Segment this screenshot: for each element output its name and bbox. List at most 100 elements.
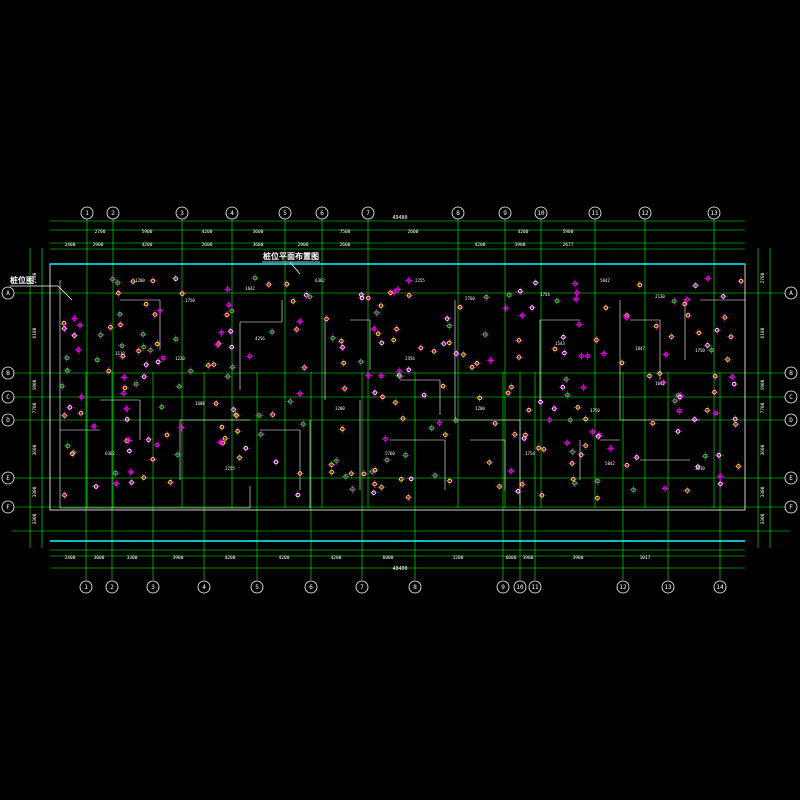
pile-marker [485, 458, 494, 467]
pile-marker [703, 406, 712, 415]
axis-bubble-circle [498, 206, 512, 220]
pile-marker [397, 475, 406, 484]
pile-circle [300, 421, 306, 427]
pile-circle [396, 373, 402, 378]
pile-circle [718, 474, 723, 479]
pile-circle [578, 452, 584, 457]
axis-bubble-left: F [1, 500, 15, 514]
pile-circle [554, 298, 560, 304]
axis-bubble-label: C [6, 394, 10, 401]
overall-dimension-bottom: 48400 [392, 566, 407, 572]
axis-bubble-circle [80, 206, 94, 220]
pile-circle [508, 468, 514, 474]
pile-circle [581, 385, 586, 390]
pile-marker [65, 403, 74, 412]
dim-text-bottom: 3900 [573, 555, 584, 561]
pile-marker [382, 456, 391, 465]
dim-text-left: 2700 [32, 272, 38, 283]
pile-marker [670, 397, 679, 406]
pile-circle [393, 400, 398, 405]
pile-circle [59, 383, 65, 389]
pile-circle [398, 476, 404, 482]
axis-bubble-label: 4 [202, 584, 206, 591]
pile-marker [157, 403, 166, 412]
axis-bubble-circle [146, 580, 160, 594]
pile-marker [404, 276, 413, 285]
axis-bubble-top: 8 [451, 206, 465, 220]
pile-marker [452, 349, 461, 358]
pile-marker [374, 329, 383, 338]
pile-marker [139, 330, 148, 339]
pile-marker [486, 356, 495, 365]
pile-circle [536, 445, 541, 451]
pile-marker [617, 358, 626, 367]
axis-bubble-top: 5 [278, 206, 292, 220]
pile-marker [559, 333, 568, 342]
dim-text-top-1: 3600 [253, 229, 264, 235]
pile-marker [96, 331, 105, 340]
pile-marker [68, 449, 77, 458]
pile-marker [562, 375, 571, 384]
pile-circle [294, 327, 299, 332]
pile-marker [513, 487, 522, 496]
pile-circle [406, 293, 412, 298]
pile-circle [418, 345, 424, 351]
pile-circle [372, 467, 378, 473]
axis-bubble-top: 12 [638, 206, 652, 220]
pile-circle [397, 368, 402, 374]
pile-circle [229, 344, 235, 350]
pile-spacing-label: 5842 [600, 278, 610, 283]
axis-bubble-right: E [784, 471, 798, 485]
axis-bubble-circle [106, 206, 120, 220]
dim-text-top-2: 2600 [340, 242, 351, 248]
pile-circle [188, 368, 193, 374]
pile-marker [90, 422, 99, 431]
pile-marker [395, 367, 404, 376]
axis-bubble-top: 6 [315, 206, 329, 220]
pile-marker [566, 416, 575, 425]
overall-dimension-top: 49480 [392, 215, 407, 221]
dim-text-top-2: 2900 [93, 242, 104, 248]
pile-marker [404, 365, 413, 374]
pile-marker [134, 346, 143, 355]
pile-circle [595, 495, 600, 501]
pile-circle [358, 359, 364, 364]
pile-marker [356, 357, 365, 366]
pile-circle [122, 385, 128, 391]
pile-circle [160, 355, 166, 361]
pile-circle [547, 417, 552, 423]
pile-circle [578, 353, 584, 359]
pile-circle [564, 377, 569, 382]
pile-circle [379, 485, 384, 490]
pile-marker [659, 378, 668, 387]
dim-text-right: 3600 [760, 444, 766, 455]
pile-circle [429, 425, 434, 431]
axis-bubble-bottom: 12 [616, 580, 630, 594]
pile-marker [213, 340, 222, 349]
pile-marker [122, 404, 131, 413]
pile-circle [441, 341, 447, 346]
pile-marker [295, 389, 304, 398]
pile-marker [716, 472, 725, 481]
pile-circle [569, 461, 575, 466]
pile-circle [671, 299, 677, 304]
dim-text-top-2: 2677 [563, 242, 574, 248]
pile-circle [219, 330, 224, 335]
pile-circle [541, 447, 547, 452]
pile-marker [518, 311, 527, 320]
pile-circle [725, 357, 730, 362]
dim-text-top-1: 5900 [563, 229, 574, 235]
pile-marker [150, 310, 159, 319]
pile-marker [516, 287, 525, 296]
pile-circle [372, 390, 378, 395]
pile-marker [264, 280, 273, 289]
axis-bubble-top: 11 [588, 206, 602, 220]
axis-bubble-circle [1, 286, 15, 300]
pile-circle [106, 368, 111, 374]
axis-bubble-label: A [789, 290, 793, 297]
pile-marker [271, 457, 280, 466]
pile-circle [273, 459, 279, 465]
axis-bubble-circle [638, 206, 652, 220]
pile-marker [723, 355, 732, 364]
